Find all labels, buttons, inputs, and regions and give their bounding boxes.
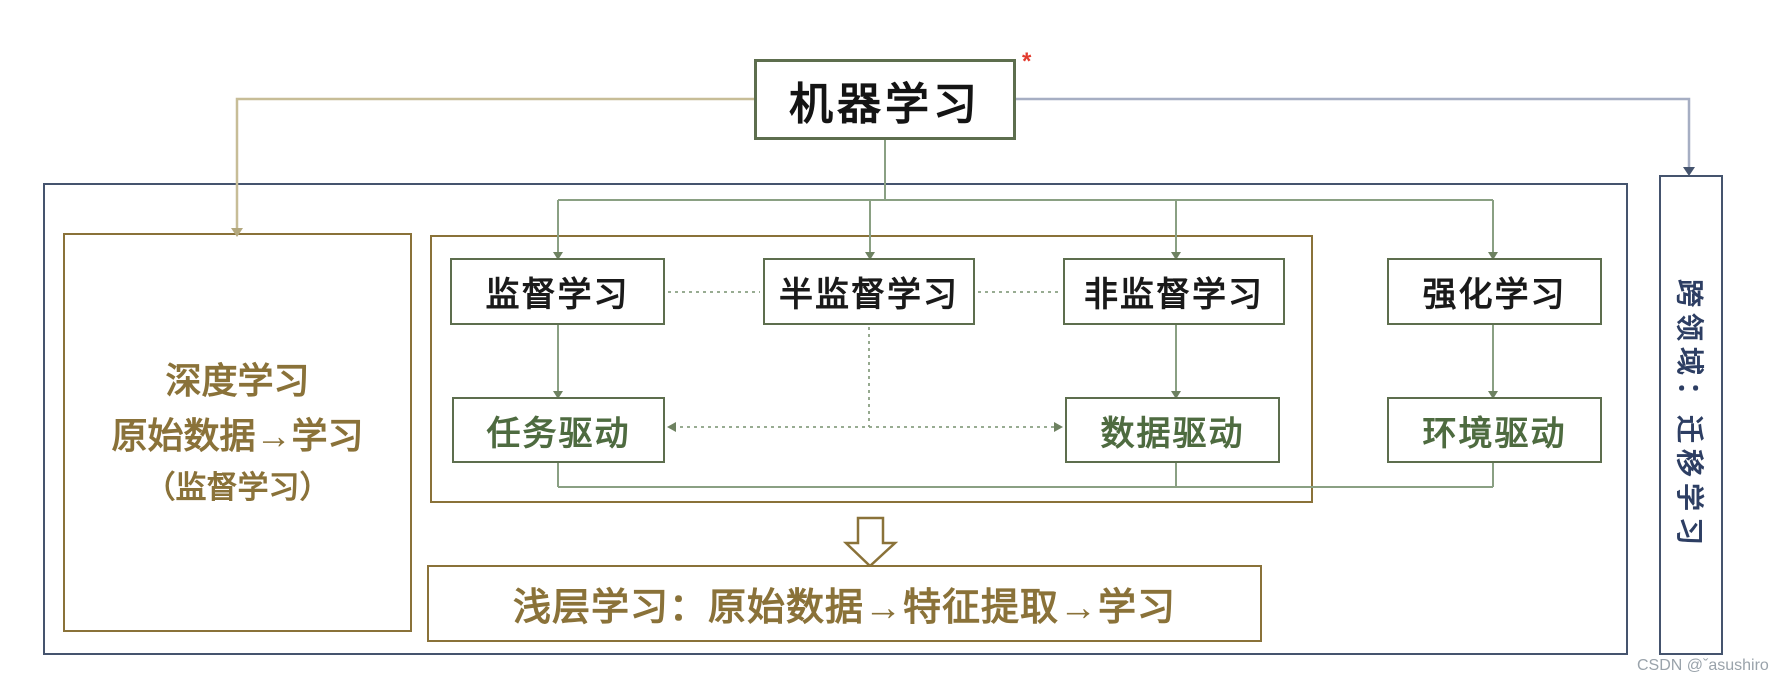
shallow-learning-box: 浅层学习：原始数据→特征提取→学习 [427, 565, 1262, 642]
deep-learning-flow: 原始数据→学习 [111, 415, 364, 457]
transfer-learning-strip: 跨领域：迁移学习 [1659, 175, 1723, 655]
transfer-learning-label: 跨领域：迁移学习 [1674, 278, 1705, 552]
node-machine-learning: 机器学习 [754, 59, 1016, 140]
node-unsupervised-learning: 非监督学习 [1063, 258, 1285, 325]
watermark: CSDN @ˇasushiro [1637, 657, 1769, 674]
node-supervised-learning: 监督学习 [450, 258, 665, 325]
learning-types-container [430, 235, 1313, 503]
node-semi-supervised-learning: 半监督学习 [763, 258, 975, 325]
asterisk-marker-icon: * [1022, 48, 1032, 75]
deep-learning-box: 深度学习 原始数据→学习 （监督学习） [63, 233, 412, 632]
node-reinforcement-learning: 强化学习 [1387, 258, 1602, 325]
node-data-driven: 数据驱动 [1065, 397, 1280, 463]
connector-root-to-transfer [1016, 97, 1691, 168]
deep-learning-title: 深度学习 [165, 359, 310, 401]
outer-frame [43, 183, 1628, 655]
node-environment-driven: 环境驱动 [1387, 397, 1602, 463]
node-task-driven: 任务驱动 [452, 397, 665, 463]
deep-learning-note: （监督学习） [144, 470, 331, 506]
